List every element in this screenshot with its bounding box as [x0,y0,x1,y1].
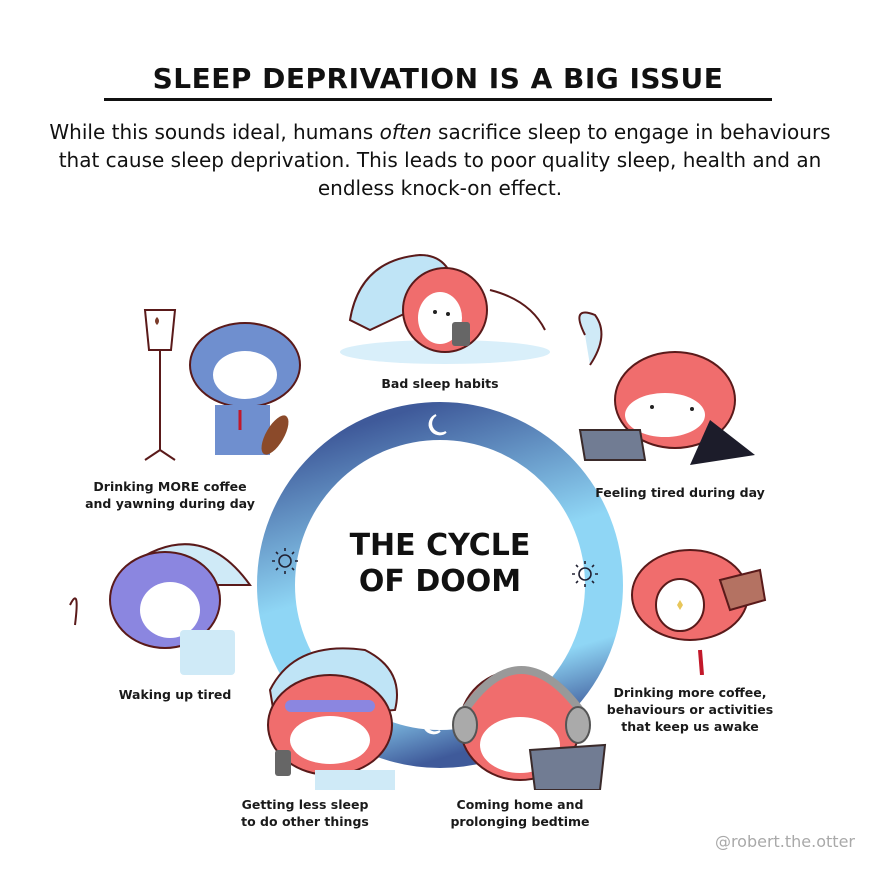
moon-icon [428,414,447,436]
label-line: and yawning during day [85,496,255,511]
sun-icon [272,548,298,574]
cycle-center-title: THE CYCLE OF DOOM [330,528,550,600]
otter-getting-less-sleep-illustration [267,647,398,790]
sun-icon [572,561,598,587]
stage-label-drinking-MORE-coffee: Drinking MORE coffee and yawning during … [70,478,270,512]
label-line: prolonging bedtime [450,814,590,829]
stage-label-drinking-more-coffee: Drinking more coffee, behaviours or acti… [590,684,790,735]
stage-label-getting-less-sleep: Getting less sleep to do other things [215,796,395,830]
label-line: to do other things [241,814,369,829]
center-line-2: OF DOOM [358,564,522,599]
stage-label-waking-up-tired: Waking up tired [118,687,232,702]
otter-drinking-more-coffee-illustration [631,549,767,675]
author-credit: @robert.the.otter [714,832,855,851]
label-line: that keep us awake [621,719,759,734]
otter-coming-home-illustration [452,666,607,790]
intro-text-1: While this sounds ideal, humans [49,120,380,144]
center-line-1: THE CYCLE [349,528,531,563]
cycle-ring [257,402,623,768]
stage-label-bad-sleep-habits: Bad sleep habits [381,376,499,391]
otter-waking-up-tired-illustration [69,543,252,675]
otter-feeling-tired-illustration [578,311,755,465]
label-line: Getting less sleep [241,797,369,812]
stage-label-coming-home: Coming home and prolonging bedtime [430,796,610,830]
label-line: Drinking MORE coffee [93,479,247,494]
intro-paragraph: While this sounds ideal, humans often sa… [40,118,840,202]
stage-label-feeling-tired: Feeling tired during day [595,485,765,500]
otter-bad-sleep-habits-illustration [340,253,550,364]
otter-drinking-MORE-coffee-illustration [143,309,301,461]
moon-icon [422,713,441,735]
label-line: behaviours or activities [606,702,774,717]
page-title: SLEEP DEPRIVATION IS A BIG ISSUE [152,62,724,95]
label-line: Coming home and [456,797,584,812]
label-line: Drinking more coffee, [613,685,767,700]
intro-text-2: sacrifice sleep to engage in behaviours … [58,120,831,200]
title-underline [104,98,772,101]
intro-emphasis: often [379,120,432,144]
